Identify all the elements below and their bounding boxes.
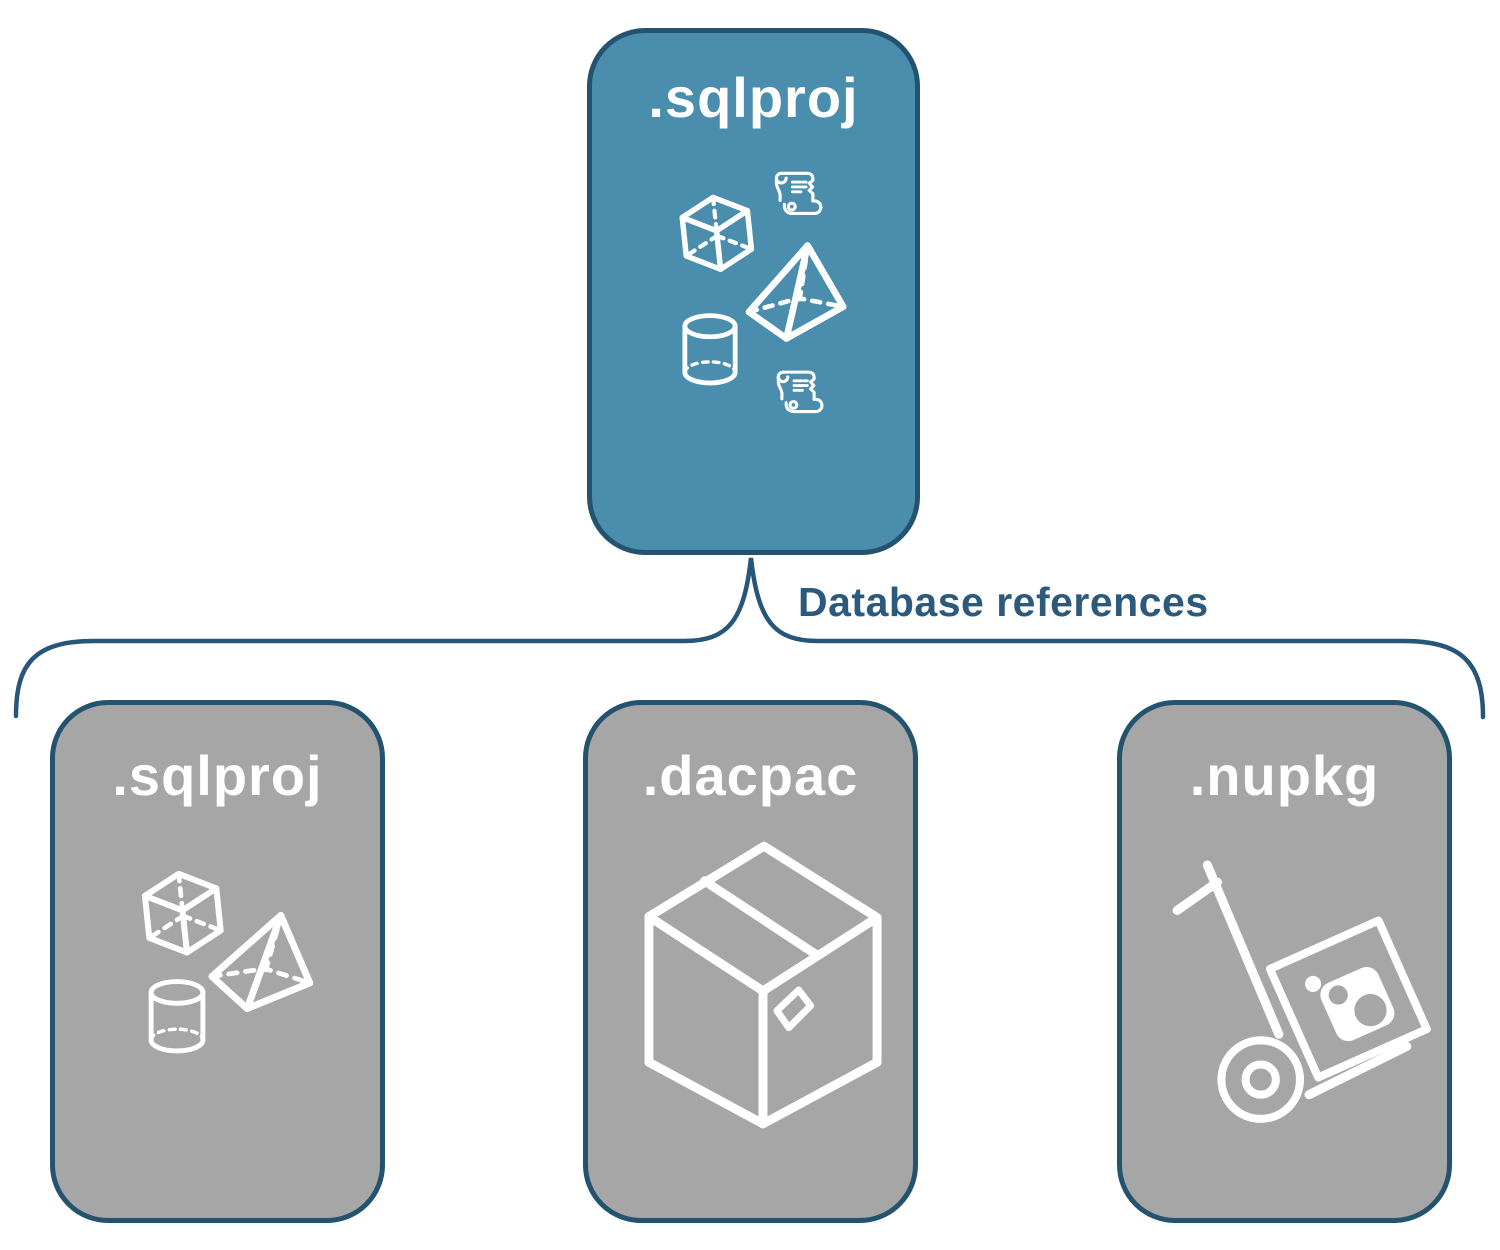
- connector-label: Database references: [798, 579, 1209, 625]
- cylinder-icon: [676, 311, 744, 391]
- root-node-sqlproj: .sqlproj: [587, 28, 920, 555]
- pyramid-icon: [203, 901, 326, 1024]
- pyramid-icon: [743, 238, 850, 345]
- nuget-hand-truck-icon: [1165, 853, 1437, 1140]
- cube-icon: [132, 864, 233, 965]
- child-node-sqlproj: .sqlproj: [50, 700, 385, 1223]
- cube-icon: [671, 189, 763, 281]
- child-node-nupkg: .nupkg: [1117, 700, 1452, 1223]
- cylinder-icon: [142, 977, 212, 1059]
- package-box-icon: [644, 841, 883, 1131]
- root-node-title: .sqlproj: [648, 66, 859, 129]
- child-node-title: .nupkg: [1189, 744, 1380, 807]
- scroll-icon: [771, 364, 827, 420]
- child-node-title: .dacpac: [642, 744, 859, 807]
- child-node-title: .sqlproj: [112, 744, 323, 807]
- scroll-icon: [769, 165, 826, 222]
- child-node-dacpac: .dacpac: [583, 700, 918, 1223]
